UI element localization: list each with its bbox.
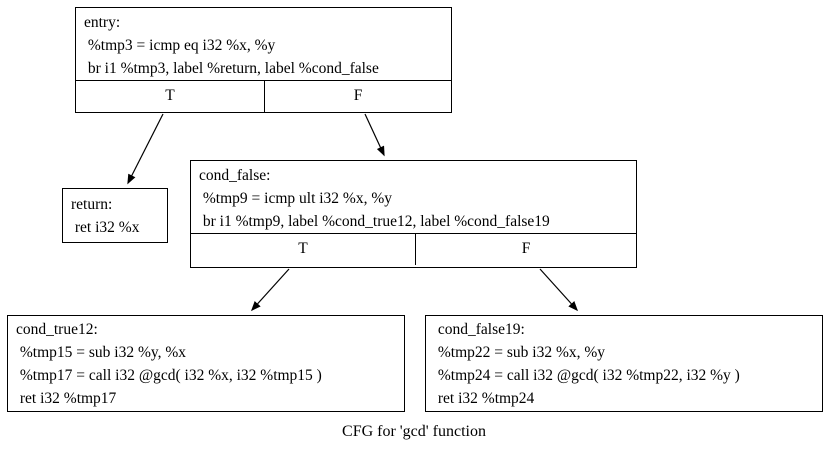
edge-entry-T-to-return bbox=[127, 113, 164, 185]
ir-instruction: %tmp3 = icmp eq i32 %x, %y bbox=[84, 37, 276, 54]
node-return: return: ret i32 %x bbox=[62, 188, 168, 243]
node-entry: entry: %tmp3 = icmp eq i32 %x, %y br i1 … bbox=[75, 7, 452, 113]
block-label: entry: bbox=[84, 14, 121, 31]
block-label: cond_false19: bbox=[434, 321, 525, 338]
ir-instruction: %tmp15 = sub i32 %y, %x bbox=[16, 344, 187, 361]
ir-instruction: ret i32 %x bbox=[71, 219, 140, 236]
port-false: F bbox=[415, 234, 636, 265]
ir-instruction: ret i32 %tmp24 bbox=[434, 390, 535, 407]
edge-entry-F-to-cond-false bbox=[364, 113, 385, 157]
ir-instruction: %tmp24 = call i32 @gcd( i32 %tmp22, i32 … bbox=[434, 367, 740, 384]
ir-instruction: %tmp22 = sub i32 %x, %y bbox=[434, 344, 606, 361]
port-true: T bbox=[298, 240, 308, 257]
block-label: cond_true12: bbox=[16, 321, 98, 338]
node-cond-true12: cond_true12: %tmp15 = sub i32 %y, %x %tm… bbox=[7, 315, 405, 412]
node-cond-false19: cond_false19: %tmp22 = sub i32 %x, %y %t… bbox=[425, 315, 823, 412]
ir-instruction: %tmp17 = call i32 @gcd( i32 %x, i32 %tmp… bbox=[16, 367, 322, 384]
ir-instruction: br i1 %tmp9, label %cond_true12, label %… bbox=[199, 213, 550, 230]
edge-cond-false-F-to-cond-false19 bbox=[539, 268, 579, 312]
block-label: cond_false: bbox=[199, 167, 271, 184]
node-cond-false-ports: T F bbox=[191, 233, 636, 265]
node-cond-false-body: cond_false: %tmp9 = icmp ult i32 %x, %y … bbox=[191, 161, 636, 233]
edge-cond-false-T-to-cond-true12 bbox=[250, 268, 290, 312]
port-true: T bbox=[165, 87, 175, 104]
node-return-body: return: ret i32 %x bbox=[63, 189, 167, 239]
ir-instruction: %tmp9 = icmp ult i32 %x, %y bbox=[199, 190, 393, 207]
node-cond-false19-body: cond_false19: %tmp22 = sub i32 %x, %y %t… bbox=[426, 316, 822, 410]
block-label: return: bbox=[71, 196, 113, 213]
port-false: F bbox=[264, 81, 451, 112]
ir-instruction: ret i32 %tmp17 bbox=[16, 390, 117, 407]
node-entry-body: entry: %tmp3 = icmp eq i32 %x, %y br i1 … bbox=[76, 8, 451, 80]
graph-caption: CFG for 'gcd' function bbox=[342, 423, 486, 440]
node-entry-ports: T F bbox=[76, 80, 451, 112]
node-cond-false: cond_false: %tmp9 = icmp ult i32 %x, %y … bbox=[190, 160, 637, 268]
node-cond-true12-body: cond_true12: %tmp15 = sub i32 %y, %x %tm… bbox=[8, 316, 404, 410]
ir-instruction: br i1 %tmp3, label %return, label %cond_… bbox=[84, 60, 379, 77]
